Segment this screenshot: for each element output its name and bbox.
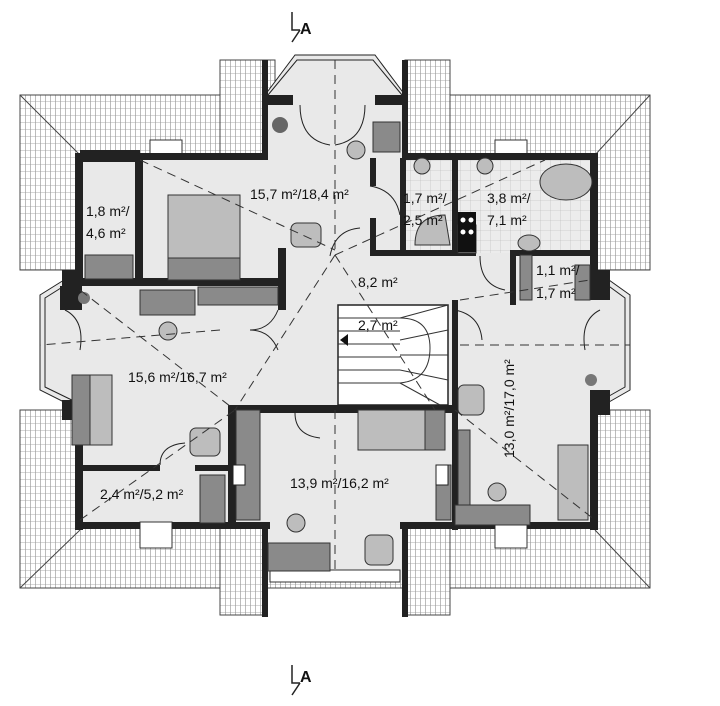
area-hall: 8,2 m² [358, 274, 398, 290]
furniture [71, 117, 597, 572]
area-bedroom-west: 15,6 m²/16,7 m² [128, 369, 227, 385]
room-labels: 15,7 m²/18,4 m² 1,8 m²/ 4,6 m² 1,7 m²/ 2… [86, 186, 580, 502]
staircase [337, 304, 449, 406]
area-bedroom-east: 13,0 m²/17,0 m² [501, 359, 517, 458]
area-wc-2: 2,5 m² [403, 212, 443, 228]
walls [60, 60, 610, 617]
section-label-top: A [300, 21, 312, 38]
area-wardrobe-nw-2: 4,6 m² [86, 225, 126, 241]
section-label-bottom: A [300, 669, 312, 686]
area-bathroom-2: 7,1 m² [487, 212, 527, 228]
area-wardrobe-nw-1: 1,8 m²/ [86, 203, 130, 219]
doors [64, 104, 601, 466]
section-mark-bottom: A [291, 665, 312, 696]
area-bedroom-south: 13,9 m²/16,2 m² [290, 475, 389, 491]
area-bedroom-north: 15,7 m²/18,4 m² [250, 186, 349, 202]
area-closet-ne-1: 1,1 m²/ [536, 262, 580, 278]
area-wardrobe-sw: 2,4 m²/5,2 m² [100, 486, 184, 502]
windows [39, 54, 631, 583]
area-bathroom-1: 3,8 m²/ [487, 190, 531, 206]
roof-lines [39, 60, 630, 575]
area-staircase: 2,7 m² [358, 317, 398, 333]
area-wc-1: 1,7 m²/ [403, 190, 447, 206]
section-mark-top: A [291, 12, 312, 43]
area-closet-ne-2: 1,7 m² [536, 285, 576, 301]
